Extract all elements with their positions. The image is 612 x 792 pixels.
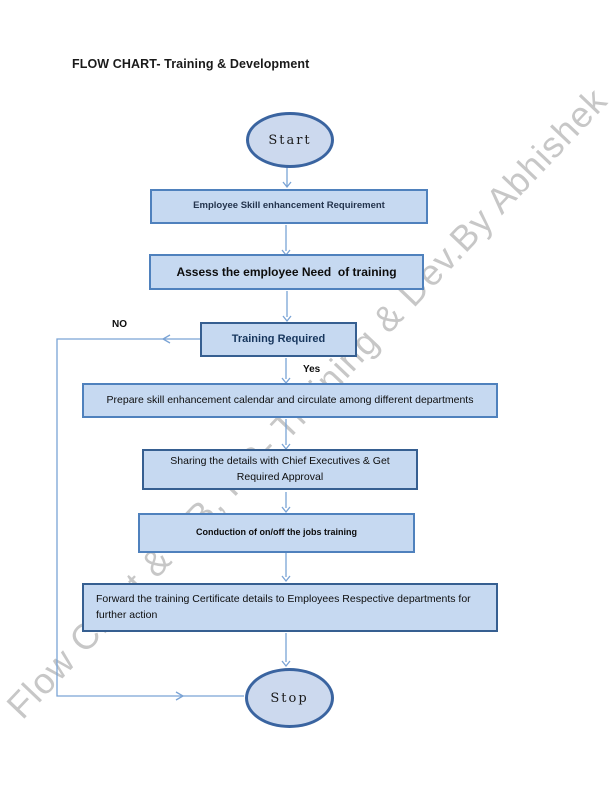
page-title: FLOW CHART- Training & Development xyxy=(72,57,310,71)
step-prepare-calendar: Prepare skill enhancement calendar and c… xyxy=(82,383,498,418)
step-text: Employee Skill enhancement Requirement xyxy=(193,200,385,212)
step-text: Training Required xyxy=(231,333,326,346)
step-text-line1: Sharing the details with Chief Executive… xyxy=(170,454,390,467)
step-assess-need: Assess the employee Need of training xyxy=(149,254,424,290)
start-terminator: Start xyxy=(246,112,334,168)
step-text-line2: Required Approval xyxy=(236,470,324,483)
step-share-details: Sharing the details with Chief Executive… xyxy=(142,449,418,490)
arrowhead-down-icon xyxy=(281,660,291,668)
step-conduct-training: Conduction of on/off the jobs training xyxy=(138,513,415,553)
no-branch-label: NO xyxy=(112,319,127,330)
stop-label: Stop xyxy=(270,690,309,706)
step-skill-requirement: Employee Skill enhancement Requirement xyxy=(150,189,428,224)
arrowhead-left-icon xyxy=(161,334,171,344)
step-text: Conduction of on/off the jobs training xyxy=(196,527,357,538)
step-text: Assess the employee Need of training xyxy=(176,265,397,279)
step-text: Prepare skill enhancement calendar and c… xyxy=(106,393,474,406)
step-text-line2: further action xyxy=(96,608,158,621)
step-text-line1: Forward the training Certificate details… xyxy=(96,592,471,605)
yes-branch-label: Yes xyxy=(303,364,321,375)
arrowhead-down-icon xyxy=(281,506,291,514)
arrowhead-down-icon xyxy=(281,575,291,583)
arrowhead-down-icon xyxy=(282,315,292,323)
step-forward-certificate: Forward the training Certificate details… xyxy=(82,583,498,632)
arrowhead-right-icon xyxy=(175,691,185,701)
decision-training-required: Training Required xyxy=(200,322,357,357)
stop-terminator: Stop xyxy=(245,668,334,728)
start-label: Start xyxy=(268,132,312,148)
arrowhead-down-icon xyxy=(282,181,292,189)
